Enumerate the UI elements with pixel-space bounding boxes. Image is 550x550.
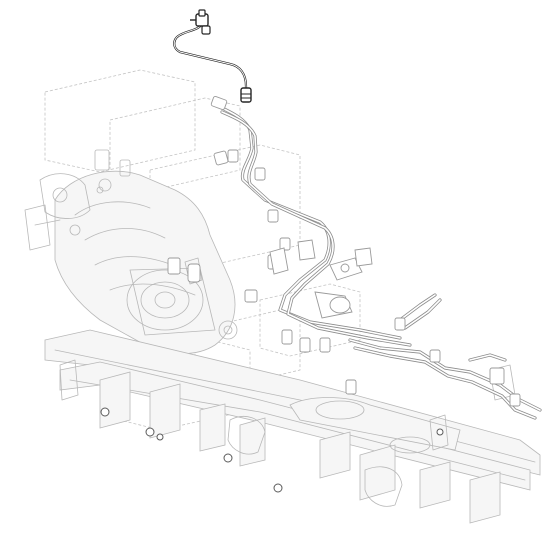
bolt [145,427,155,437]
bolt [273,483,283,493]
nut [156,433,164,441]
clip [210,96,228,110]
clip [279,237,291,251]
bracket [213,150,229,166]
clip [281,329,293,345]
bracket [489,367,505,385]
inline-components [167,239,373,319]
clip [429,349,441,363]
clip [509,393,521,407]
tube-bundle [214,103,542,420]
bolt [100,407,110,417]
highlighted-fuel-line[interactable] [173,9,252,103]
clip [227,149,239,163]
clip [319,337,331,353]
clip [345,379,357,395]
bolt [223,453,233,463]
clip [394,317,406,331]
clip [299,337,311,353]
fastener-hardware [100,407,444,493]
line-end-fitting[interactable] [240,87,252,103]
clip [267,209,279,223]
tube-clips [210,96,521,407]
quick-connect-fitting[interactable] [190,9,211,35]
clip [254,167,266,181]
clip [244,289,258,303]
nut [436,428,444,436]
vehicle-frame [44,329,541,524]
transmission-assembly [24,149,238,355]
